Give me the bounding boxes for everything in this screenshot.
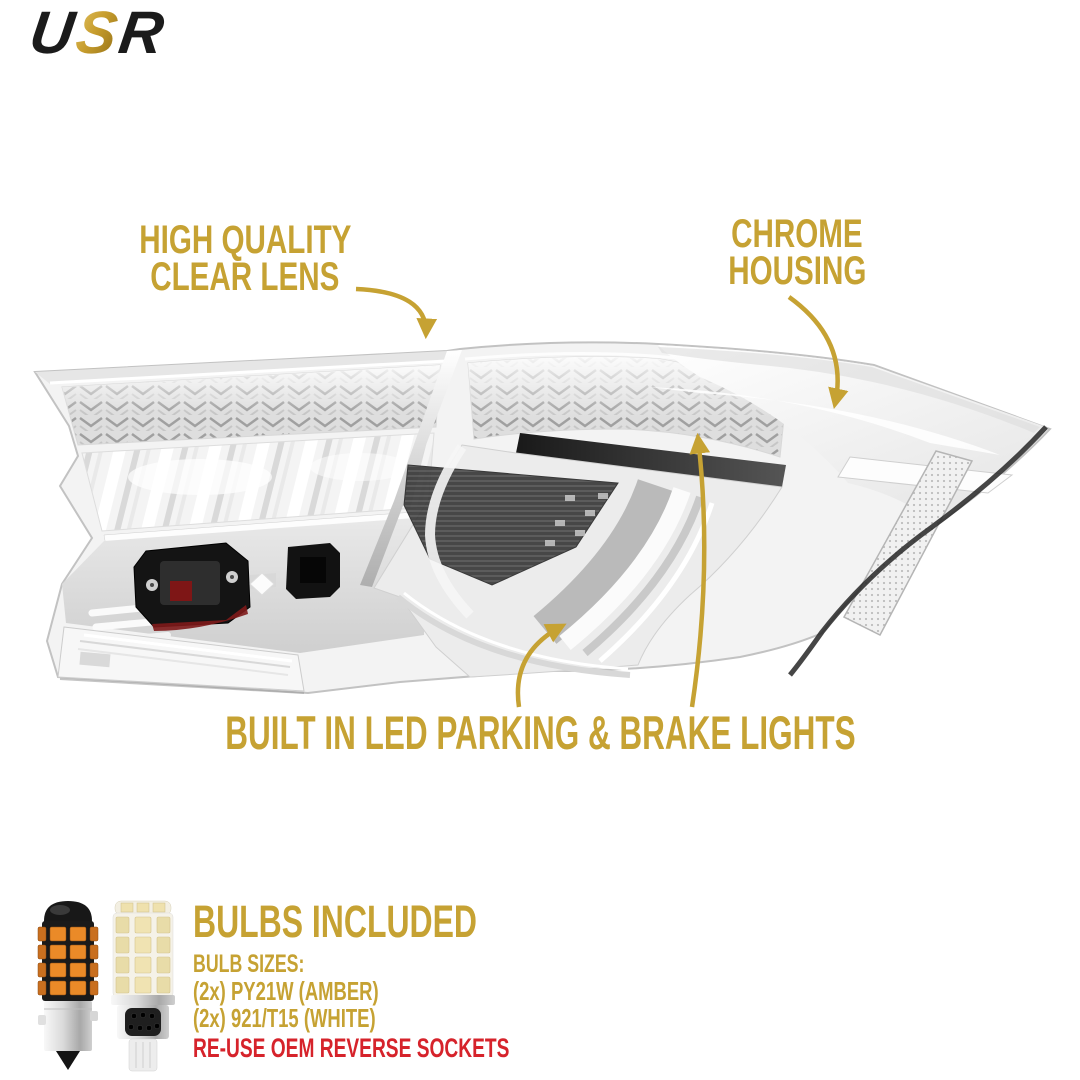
logo-letter-r: R <box>115 0 171 66</box>
bulb-size-amber: (2x) PY21W (AMBER) <box>193 976 379 1006</box>
bulbs-included-title: BULBS INCLUDED <box>193 896 477 947</box>
bulb-sizes-label: BULB SIZES: <box>193 950 305 978</box>
callout-clear-lens: HIGH QUALITY CLEAR LENS <box>0 218 495 299</box>
top-chrome-strip <box>35 351 448 384</box>
white-921-t15-bulb-image <box>111 900 175 1072</box>
chrome-housing-line2: HOUSING <box>727 249 867 293</box>
top-highlight-line <box>49 359 447 385</box>
chrome-housing-surface <box>648 345 1048 677</box>
bulb-size-white: (2x) 921/T15 (WHITE) <box>193 1003 376 1033</box>
clear-lens-line2: CLEAR LENS <box>150 255 340 299</box>
reverse-sockets-note: RE-USE OEM REVERSE SOCKETS <box>193 1033 510 1063</box>
led-lights-label: BUILT IN LED PARKING & BRAKE LIGHTS <box>224 706 856 759</box>
bulb-socket-2 <box>286 543 340 599</box>
chrome-housing-line1: CHROME <box>731 212 863 256</box>
tail-light-photo <box>33 341 1052 695</box>
tail-light-left-section <box>57 364 441 694</box>
clear-lens-line1: HIGH QUALITY <box>138 218 352 262</box>
outer-dark-rim <box>788 425 1048 677</box>
usr-logo: USR <box>26 0 171 66</box>
amber-py21w-bulb-image <box>37 901 99 1070</box>
bulb-socket <box>133 542 276 631</box>
callout-led-lights: BUILT IN LED PARKING & BRAKE LIGHTS <box>0 708 1080 758</box>
callout-chrome-housing: CHROME HOUSING <box>547 212 1047 293</box>
tail-light-right-section <box>373 351 787 678</box>
included-bulbs-image <box>37 900 175 1072</box>
diamond-highlight <box>249 572 275 596</box>
bulbs-included-section: BULBS INCLUDED BULB SIZES: (2x) PY21W (A… <box>193 899 639 1063</box>
